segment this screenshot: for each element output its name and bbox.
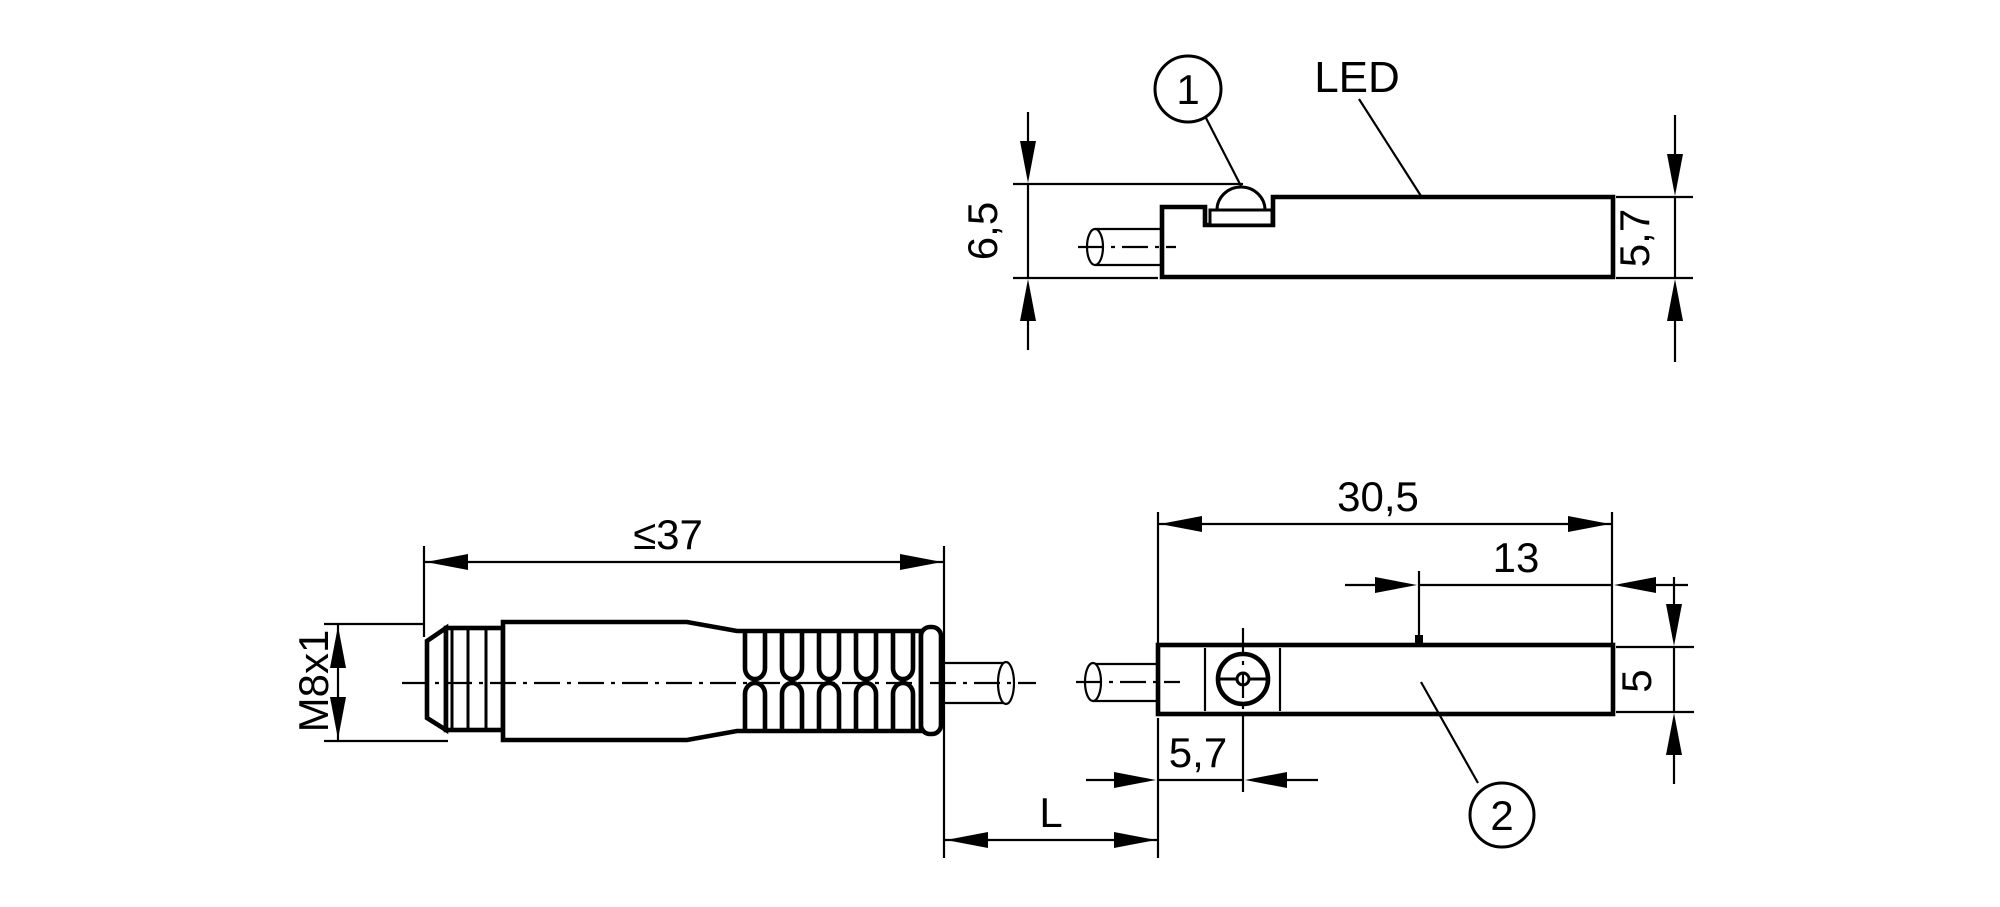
sensor-body-side-outline [1159, 194, 1616, 280]
cable-end [996, 660, 1016, 706]
dim-cable-gap-label: L [1039, 789, 1062, 836]
connector-nose [424, 623, 449, 735]
arrowhead [1666, 604, 1682, 646]
dim-led-offset: 13 [1345, 534, 1688, 650]
dim-body-height-label: 5,7 [1611, 209, 1658, 267]
arrowhead [946, 832, 988, 848]
dim-thread-label: M8x1 [290, 630, 337, 733]
dim-connector-length: ≤37 [422, 511, 946, 858]
dim-body-width: 5 [1613, 577, 1694, 784]
arrowhead [1245, 772, 1287, 788]
side-view: 6,5 5,7 LED 1 [959, 53, 1693, 362]
led-plinth [1208, 208, 1274, 227]
arrowhead [1614, 577, 1656, 593]
dim-hole-offset-label: 5,7 [1169, 729, 1227, 776]
dim-overall-height-label: 6,5 [959, 202, 1006, 260]
arrowhead [1375, 577, 1417, 593]
led-label: LED [1314, 53, 1400, 102]
arrowhead [330, 626, 346, 668]
arrowhead [1020, 141, 1036, 183]
dim-cable-gap: L [944, 789, 1158, 848]
callout-1: 1 [1153, 54, 1242, 187]
arrowhead [330, 697, 346, 739]
dim-connector-length-label: ≤37 [633, 511, 703, 558]
leader-line [1358, 98, 1422, 197]
dim-led-offset-label: 13 [1493, 534, 1540, 581]
connector-end-cap [918, 624, 944, 737]
callout-2-circle [1468, 781, 1536, 849]
led-dome [1215, 185, 1267, 212]
plan-view: 30,5 13 [1076, 473, 1694, 858]
connector-view: ≤37 M8x1 [290, 511, 1158, 858]
dim-thread: M8x1 [290, 622, 448, 743]
rib-slot [816, 680, 842, 729]
arrowhead [1666, 713, 1682, 755]
rib-slot [853, 633, 879, 682]
connector-nut [443, 625, 506, 733]
dim-body-height: 5,7 [1611, 115, 1693, 362]
dim-body-length: 30,5 [1156, 473, 1614, 643]
arrowhead [1114, 772, 1156, 788]
led-label-group: LED [1314, 53, 1422, 197]
arrowhead [1568, 516, 1610, 532]
dim-body-width-label: 5 [1613, 669, 1660, 692]
callout-1-circle [1153, 54, 1223, 124]
rib-slot [779, 680, 805, 729]
dim-hole-offset: 5,7 [1086, 716, 1318, 858]
callout-2: 2 [1420, 681, 1536, 849]
callout-2-label: 2 [1490, 792, 1513, 839]
dim-body-length-label: 30,5 [1337, 473, 1419, 520]
rib-slot [742, 633, 768, 682]
rib-slot [779, 633, 805, 682]
leader-line [1420, 681, 1479, 784]
callout-1-label: 1 [1176, 66, 1199, 113]
arrowhead [900, 554, 942, 570]
mounting-hole [1215, 628, 1271, 712]
rib-slot [890, 633, 916, 682]
arrowhead [1114, 832, 1156, 848]
arrowhead [1667, 154, 1683, 196]
arrowhead [1667, 279, 1683, 321]
arrowhead [1160, 516, 1202, 532]
leader-line [1205, 117, 1242, 187]
arrowhead [426, 554, 468, 570]
rib-slot [816, 633, 842, 682]
arrowhead [1020, 279, 1036, 321]
dim-overall-height: 6,5 [959, 112, 1243, 350]
position-mark [1415, 635, 1423, 650]
